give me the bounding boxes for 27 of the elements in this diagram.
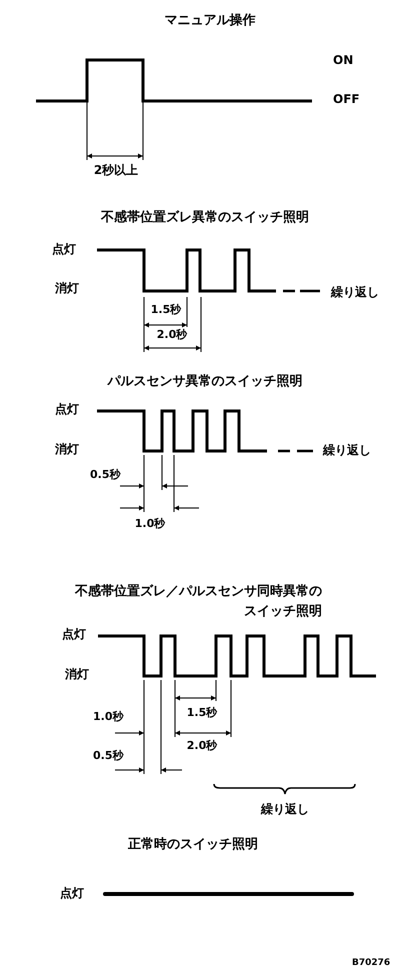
- state-label: 消灯: [65, 668, 89, 682]
- section-title: マニュアル操作: [164, 14, 256, 29]
- repeat-note: 繰り返し: [261, 803, 309, 817]
- duration-label: 2秒以上: [94, 164, 138, 178]
- duration-label: 1.5秒: [150, 304, 182, 317]
- state-label: 点灯: [52, 243, 76, 257]
- section-title: 不感帯位置ズレ／パルスセンサ同時異常のスイッチ照明: [74, 583, 322, 620]
- state-label: 点灯: [62, 628, 86, 642]
- duration-label: 0.5秒: [90, 469, 120, 482]
- state-label: 消灯: [55, 282, 79, 296]
- figure-code: B70276: [352, 958, 390, 968]
- duration-label: 2.0秒: [186, 740, 218, 753]
- state-label: 点灯: [60, 887, 84, 901]
- state-label: OFF: [333, 93, 360, 107]
- section-title: 正常時のスイッチ照明: [128, 838, 258, 853]
- state-label: 点灯: [55, 403, 79, 417]
- duration-label: 2.0秒: [156, 329, 188, 342]
- repeat-note: 繰り返し: [331, 286, 379, 300]
- duration-label: 1.0秒: [93, 711, 124, 724]
- repeat-note: 繰り返し: [323, 444, 371, 458]
- duration-label: 1.5秒: [186, 707, 218, 720]
- section-title: 不感帯位置ズレ異常のスイッチ照明: [101, 211, 309, 226]
- state-label: 消灯: [55, 443, 79, 457]
- section-title: パルスセンサ異常のスイッチ照明: [108, 375, 302, 390]
- duration-label: 1.0秒: [134, 518, 166, 531]
- duration-label: 0.5秒: [93, 750, 124, 763]
- state-label: ON: [333, 54, 354, 68]
